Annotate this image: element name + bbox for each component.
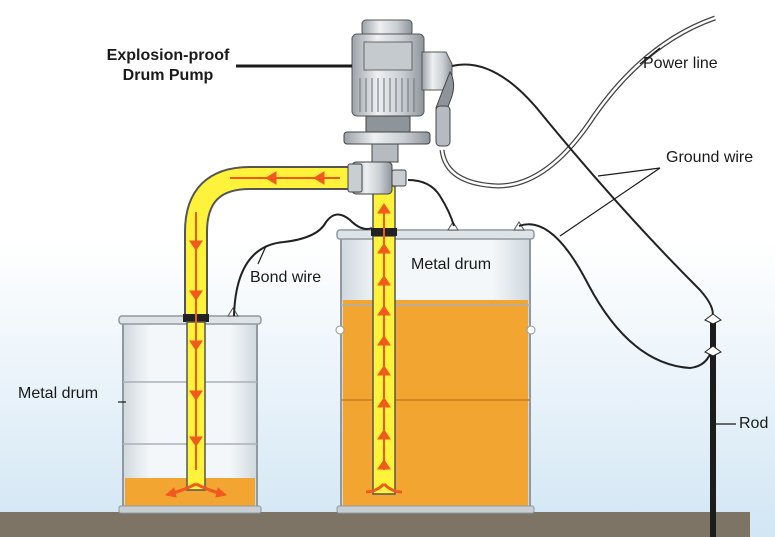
pump-label-line1: Explosion-proof [106,47,230,64]
leader-lines [118,47,736,425]
right-drum-base [336,505,535,514]
power-leader [639,47,661,65]
wires [233,15,716,370]
rod-clamp-top [704,313,722,325]
ground-leader-1 [597,167,661,177]
ground-leader-2 [559,167,661,237]
flow-arrows [164,171,403,498]
pump-bond-wire [407,179,455,227]
metal-drum-right-label: Metal drum [411,256,492,273]
ground [0,512,750,537]
bond-leader [257,245,267,265]
motor-fins [359,78,415,112]
ground-wire-label: Ground wire [666,149,754,166]
pump-coupling [365,115,411,133]
arrow-outlet-left-head [164,487,177,498]
arrow-inlet-left [365,482,386,494]
pump-flange [343,131,431,145]
arrow-inlet-right [382,482,403,494]
ground-wire-drum [518,223,713,370]
rod-label: Rod [739,415,769,432]
ground-wire-pump [451,63,714,319]
right-drum-lug-left [335,325,345,335]
rod-shaft [710,318,716,537]
power-line-label: Power line [643,55,718,72]
outlet-nut [347,163,363,193]
bond-wire-label: Bond wire [250,269,322,286]
rod-clamp-bottom [704,345,722,357]
right-drum-liquid [343,300,528,510]
pump-label: Explosion-proof Drum Pump [100,46,236,86]
left-drum-vent [227,307,239,317]
outlet-valve [391,169,407,187]
motor-panel [363,41,413,71]
right-drum-lug-right [526,325,536,335]
ground-rod [704,313,722,537]
bond-wire [233,213,373,317]
pump-label-line2: Drum Pump [122,67,214,84]
plug-body [435,105,451,147]
arrow-outlet-right-head [215,487,228,498]
pump-neck [371,143,399,163]
power-line-core [440,16,716,188]
right-drum-lid [336,229,535,240]
drum-pump [343,19,455,195]
metal-drum-left-label: Metal drum [18,385,99,402]
left-drum-base [118,505,262,514]
